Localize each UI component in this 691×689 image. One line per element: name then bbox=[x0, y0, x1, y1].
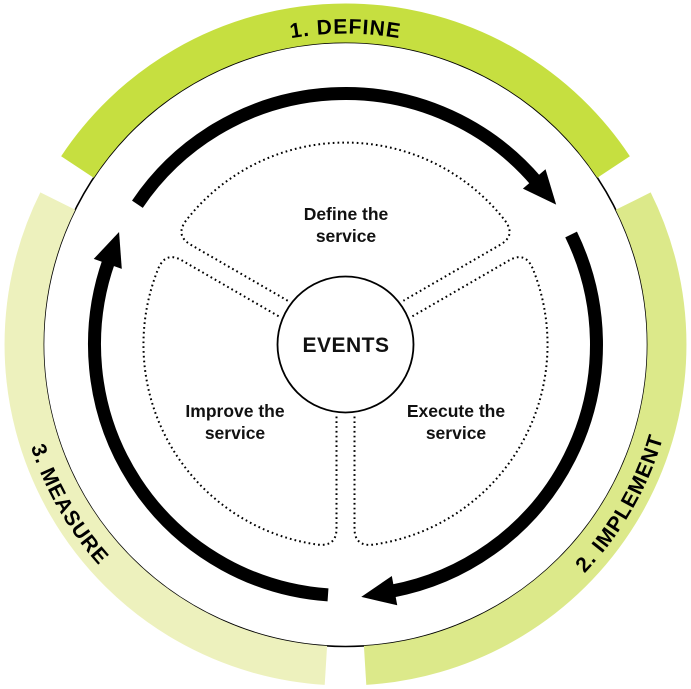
arrow-arc-define-phase bbox=[132, 87, 557, 208]
ring-segment-implement bbox=[363, 192, 687, 685]
cycle-arrows bbox=[88, 87, 603, 606]
ring-label-implement: 2. IMPLEMENT bbox=[571, 432, 668, 577]
ring-segment-define bbox=[61, 3, 630, 178]
ring-label-measure: 3. MEASURE bbox=[26, 441, 113, 569]
sector-label-define-line2: service bbox=[316, 226, 377, 246]
sector-labels: Define the service Execute the service I… bbox=[185, 204, 505, 443]
sector-label-execute-line2: service bbox=[426, 423, 487, 443]
events-hub-label: EVENTS bbox=[302, 334, 389, 357]
events-hub-circle bbox=[276, 275, 415, 414]
sector-label-execute-line1: Execute the bbox=[407, 401, 505, 421]
ring-segment-measure bbox=[4, 192, 328, 685]
sector-label-improve-line1: Improve the bbox=[185, 401, 284, 421]
sector-label-improve-line2: service bbox=[205, 423, 266, 443]
arrow-arc-measure-phase bbox=[88, 232, 329, 602]
arrow-arc-implement-phase bbox=[361, 231, 603, 606]
sector-label-define-line1: Define the bbox=[304, 204, 389, 224]
